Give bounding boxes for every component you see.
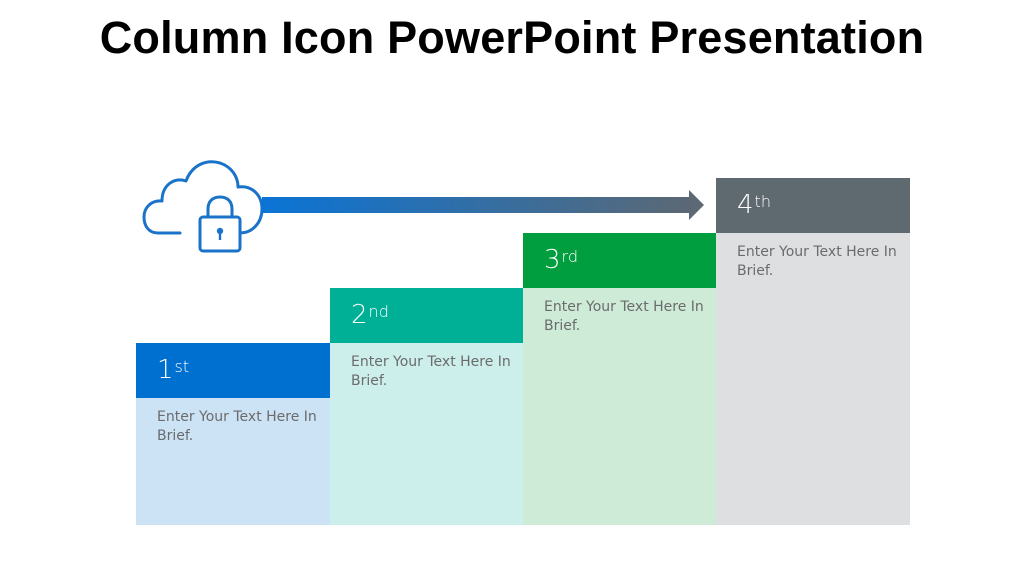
column-description: Enter Your Text Here In Brief. <box>157 409 317 444</box>
rank-label: 2nd <box>351 300 389 330</box>
column-description: Enter Your Text Here In Brief. <box>544 299 704 334</box>
slide-title: Column Icon PowerPoint Presentation <box>99 12 925 63</box>
rank-label: 4th <box>737 190 771 220</box>
column-3-header: 3rd <box>523 233 716 288</box>
column-1-header: 1st <box>136 343 330 398</box>
column-2-body: Enter Your Text Here In Brief. <box>330 343 523 525</box>
column-2: 2nd Enter Your Text Here In Brief. <box>330 288 523 525</box>
rank-label: 1st <box>157 355 190 385</box>
column-1: 1st Enter Your Text Here In Brief. <box>136 343 330 525</box>
column-3: 3rd Enter Your Text Here In Brief. <box>523 233 716 525</box>
column-3-body: Enter Your Text Here In Brief. <box>523 288 716 525</box>
column-description: Enter Your Text Here In Brief. <box>737 244 897 279</box>
column-4-body: Enter Your Text Here In Brief. <box>716 233 910 525</box>
column-1-body: Enter Your Text Here In Brief. <box>136 398 330 525</box>
column-4: 4th Enter Your Text Here In Brief. <box>716 178 910 525</box>
column-2-header: 2nd <box>330 288 523 343</box>
cloud-lock-icon <box>142 160 264 253</box>
rank-label: 3rd <box>544 245 578 275</box>
column-description: Enter Your Text Here In Brief. <box>351 354 511 389</box>
column-4-header: 4th <box>716 178 910 233</box>
